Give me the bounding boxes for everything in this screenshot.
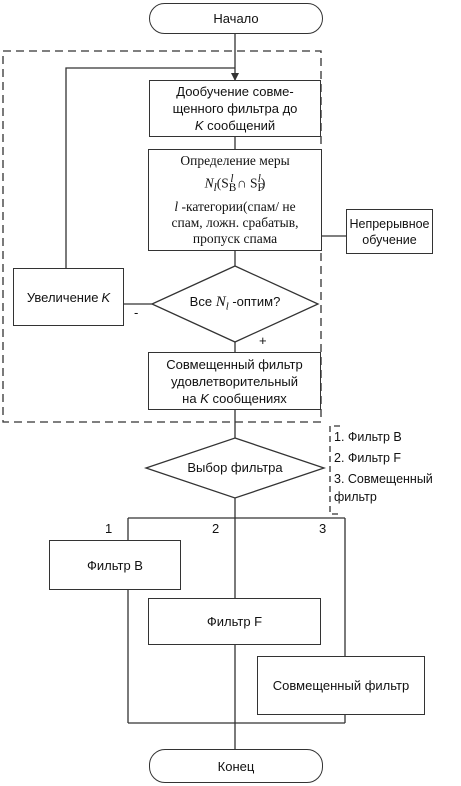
satisfactory-line2: удовлетворительный <box>170 373 299 389</box>
option-1: 1. Фильтр B <box>334 430 402 444</box>
continuous-line1: Непрерывное <box>349 216 430 231</box>
measure-line1: Определение меры <box>180 153 290 169</box>
measure-formula: Nl(SBl ∩ SFl) <box>205 169 266 198</box>
option-2: 2. Фильтр F <box>334 451 401 465</box>
satisfactory-process: Совмещенный фильтр удовлетворительный на… <box>148 352 321 410</box>
increase-k: K <box>101 289 111 305</box>
start-terminal: Начало <box>149 3 323 34</box>
continuous-line2: обучение <box>362 232 417 247</box>
measure-n: N <box>204 175 214 191</box>
measure-b-sub: B <box>228 182 237 195</box>
satisfactory-rest: сообщениях <box>208 390 287 406</box>
measure-cap: ∩ S <box>233 175 258 191</box>
measure-f-sub: F <box>257 182 264 195</box>
measure-line4: спам, ложн. срабатыв, <box>171 214 299 230</box>
options-note: 1. Фильтр B 2. Фильтр F 3. Совмещенный ф… <box>334 429 458 505</box>
measure-line3-rest: -категории(спам/ не <box>178 198 296 214</box>
increase-k-process: Увеличение K <box>13 268 124 326</box>
decision-n-sub: l <box>225 300 229 313</box>
branch-2-label: 2 <box>212 521 220 536</box>
finetune-process: Дообучение совме- щенного фильтра до K с… <box>149 80 321 137</box>
decision-label: Все Nl -оптим? <box>170 293 300 316</box>
finetune-k: K <box>194 118 204 133</box>
satisfactory-line1: Совмещенный фильтр <box>166 356 303 372</box>
measure-process: Определение меры Nl(SBl ∩ SFl) l -катего… <box>148 149 322 251</box>
filter-f-process: Фильтр F <box>148 598 321 645</box>
end-terminal: Конец <box>149 749 323 783</box>
continuous-learning-region <box>2 50 322 423</box>
decision-n: N <box>215 294 226 310</box>
plus-label: + <box>259 333 267 348</box>
filter-combined-process: Совмещенный фильтр <box>257 656 425 715</box>
options-bracket <box>329 425 340 515</box>
edge-increase-loop <box>65 67 235 268</box>
filter-b-process: Фильтр B <box>49 540 181 590</box>
finetune-line1: Дообучение совме- <box>176 84 294 99</box>
decision-text1: Все <box>189 294 216 309</box>
increase-text: Увеличение <box>26 289 99 305</box>
branch-3-label: 3 <box>319 521 327 536</box>
finetune-rest: сообщений <box>203 118 276 133</box>
option-3: 3. Совмещенный <box>334 472 433 486</box>
finetune-line3: K сообщений <box>195 117 275 134</box>
minus-label: - <box>134 305 139 320</box>
measure-line5: пропуск спама <box>192 230 278 246</box>
measure-n-sub: l <box>213 182 217 195</box>
measure-line3: l -категории(спам/ не <box>174 199 295 215</box>
decision-diamond <box>150 265 320 343</box>
measure-f-sup: l <box>257 173 261 186</box>
continuous-learning-note: Непрерывное обучение <box>346 209 433 254</box>
finetune-line2: щенного фильтра до <box>172 101 298 116</box>
satisfactory-line3: на K сообщениях <box>182 390 287 407</box>
measure-close: ) <box>260 175 266 191</box>
measure-l: l <box>174 198 179 214</box>
measure-paren: (S <box>216 175 229 191</box>
satisfactory-k: K <box>200 390 209 406</box>
decision-text2: -оптим? <box>228 294 281 309</box>
choose-label: Выбор фильтра <box>187 460 283 475</box>
satisfactory-on: на <box>182 390 201 406</box>
measure-b-sup: l <box>230 173 234 186</box>
option-3-cont: фильтр <box>334 490 377 504</box>
branch-1-label: 1 <box>105 521 113 536</box>
